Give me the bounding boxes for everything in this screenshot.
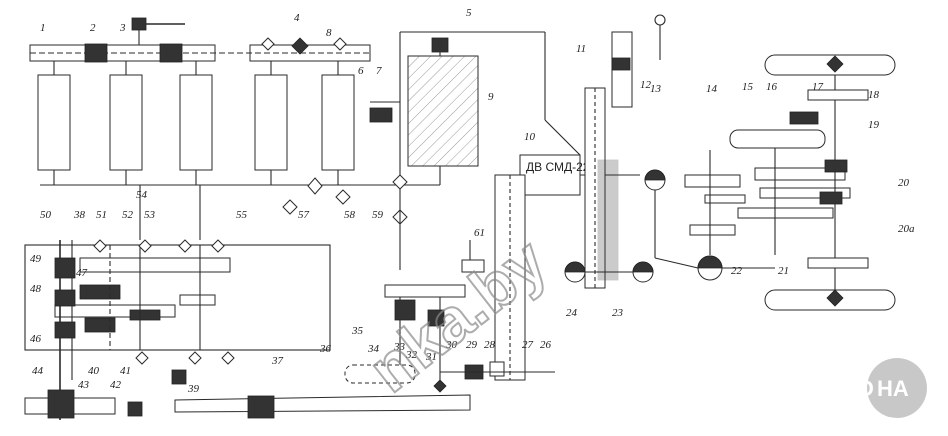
- callout-26: 26: [540, 339, 552, 351]
- watermark-text: nka.by: [356, 224, 560, 406]
- callout-17: 17: [812, 81, 824, 93]
- callout-28: 28: [484, 339, 496, 351]
- callout-55: 55: [236, 209, 248, 221]
- callout-13: 13: [650, 83, 662, 95]
- callout-12: 12: [640, 79, 652, 91]
- callout-22: 22: [731, 265, 743, 277]
- callout-10: 10: [524, 131, 536, 143]
- callout-4: 4: [294, 12, 300, 24]
- drum-4: [254, 74, 288, 171]
- logo-left-text: АГРО: [814, 376, 874, 401]
- callout-42: 42: [110, 379, 122, 391]
- callout-20: 20: [898, 177, 910, 189]
- drum-3: [179, 74, 213, 171]
- callout-3: 3: [119, 22, 126, 34]
- callout-2: 2: [90, 22, 96, 34]
- callout-40: 40: [88, 365, 100, 377]
- reel-assembly: [29, 17, 371, 185]
- callout-46: 46: [30, 333, 42, 345]
- engine-label: ДВ СМД-22: [526, 160, 590, 174]
- callout-21: 21: [778, 265, 789, 277]
- logo-circle: [867, 358, 927, 418]
- callout-8: 8: [326, 27, 332, 39]
- callout-9: 9: [488, 91, 494, 103]
- knife-bar: [174, 394, 471, 419]
- bottom-left-mechanism: [24, 369, 187, 419]
- agronka-logo: АГРО НА: [814, 358, 927, 418]
- callout-53: 53: [144, 209, 156, 221]
- callout-58: 58: [344, 209, 356, 221]
- callout-57: 57: [298, 209, 310, 221]
- engine-block: ДВ СМД-22: [519, 119, 640, 240]
- callout-14: 14: [706, 83, 718, 95]
- chassis: [764, 54, 896, 311]
- callout-27: 27: [522, 339, 534, 351]
- callout-36: 36: [319, 343, 332, 355]
- callout-38: 38: [73, 209, 86, 221]
- callout-34: 34: [367, 343, 380, 355]
- callout-20a: 20a: [898, 223, 915, 235]
- callout-49: 49: [30, 253, 42, 265]
- callout-50: 50: [40, 209, 52, 221]
- belt-drives: [494, 14, 666, 381]
- central-frame: [360, 31, 546, 270]
- callout-48: 48: [30, 283, 42, 295]
- callout-11: 11: [576, 43, 586, 55]
- callout-29: 29: [466, 339, 478, 351]
- logo-right-text: НА: [877, 376, 909, 401]
- lower-centre-mechanism: [344, 240, 555, 393]
- callout-43: 43: [78, 379, 90, 391]
- drum-1: [37, 74, 71, 171]
- callout-31: 31: [425, 351, 437, 363]
- callout-33: 33: [393, 341, 406, 353]
- callout-51: 51: [96, 209, 107, 221]
- right-conveyor: [684, 110, 851, 270]
- hydraulic-units: [564, 169, 775, 283]
- callout-7: 7: [376, 65, 382, 77]
- callout-19: 19: [868, 119, 880, 131]
- callout-39: 39: [187, 383, 200, 395]
- lower-shaft: [40, 177, 360, 240]
- drum-2: [109, 74, 143, 171]
- callout-30: 30: [445, 339, 458, 351]
- callout-47: 47: [76, 267, 88, 279]
- drum-5: [321, 74, 355, 171]
- callout-35: 35: [351, 325, 364, 337]
- callout-44: 44: [32, 365, 44, 377]
- callout-16: 16: [766, 81, 778, 93]
- callout-15: 15: [742, 81, 754, 93]
- callout-52: 52: [122, 209, 134, 221]
- gearbox: [24, 239, 331, 420]
- callout-labels: 1 2 3 4 5 6 7 8 9 10 11 12 13 14 15 16 1…: [30, 7, 915, 395]
- callout-59: 59: [372, 209, 384, 221]
- callout-6: 6: [358, 65, 364, 77]
- callout-1: 1: [40, 22, 46, 34]
- callout-61: 61: [474, 227, 485, 239]
- callout-41: 41: [120, 365, 131, 377]
- callout-5: 5: [466, 7, 472, 19]
- callout-54: 54: [136, 189, 148, 201]
- callout-37: 37: [271, 355, 284, 367]
- callout-23: 23: [612, 307, 624, 319]
- callout-18: 18: [868, 89, 880, 101]
- callout-32: 32: [405, 349, 418, 361]
- callout-24: 24: [566, 307, 578, 319]
